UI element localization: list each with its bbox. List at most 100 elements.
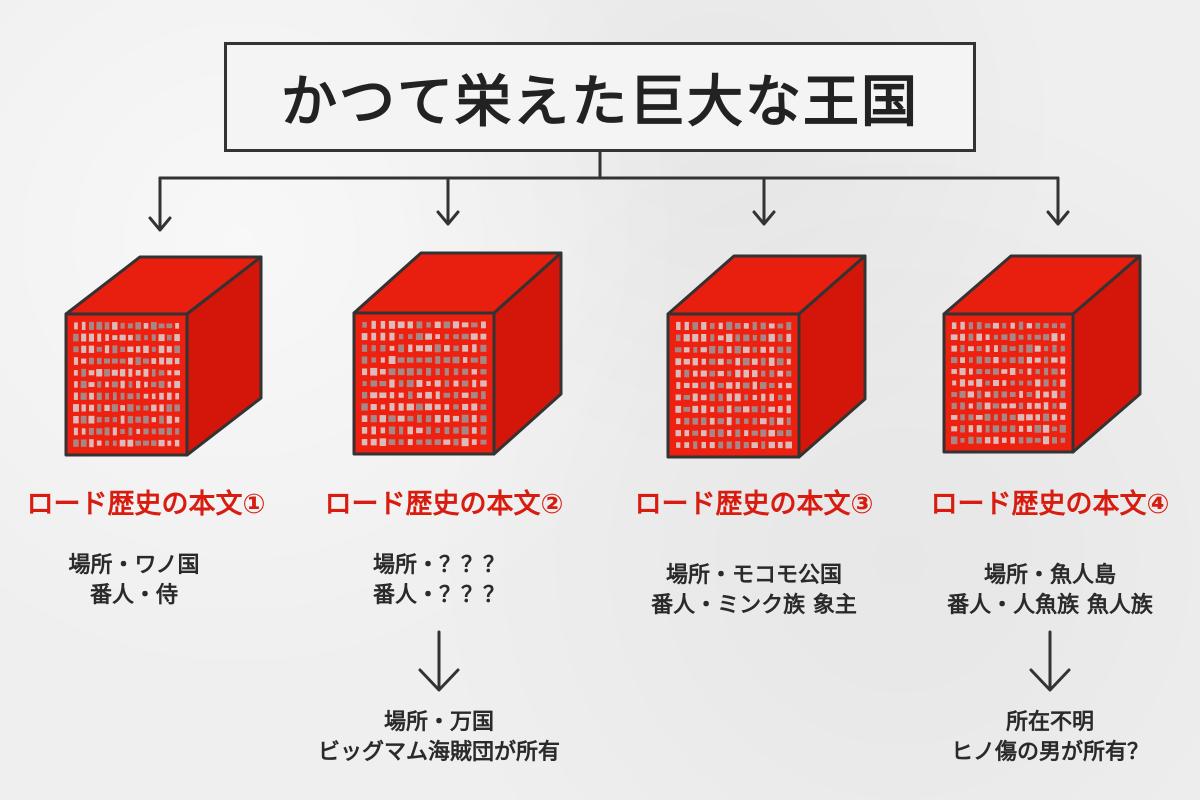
glyph-mark: [700, 394, 707, 401]
glyph-mark: [371, 320, 376, 329]
glyph-mark: [1034, 345, 1041, 352]
glyph-mark: [135, 357, 141, 365]
drop-line-3: [752, 176, 776, 226]
glyph-mark: [726, 382, 733, 389]
glyph-mark: [166, 415, 172, 424]
glyph-mark: [370, 380, 377, 387]
glyph-mark: [1009, 357, 1016, 363]
glyph-mark: [684, 369, 690, 378]
glyph-mark: [417, 414, 422, 423]
glyph-mark: [136, 393, 140, 400]
glyph-mark: [388, 320, 396, 329]
glyph-mark: [434, 321, 441, 328]
glyph-mark: [96, 416, 102, 423]
glyph-mark: [407, 426, 413, 435]
glyph-mark: [1018, 321, 1024, 330]
glyph-mark: [96, 321, 103, 330]
glyph-mark: [425, 391, 432, 399]
glyph-mark: [1026, 437, 1033, 444]
glyph-mark: [1009, 391, 1016, 397]
glyph-mark: [777, 323, 784, 329]
sub-arrow-2: [418, 630, 460, 692]
glyph-mark: [1042, 424, 1050, 433]
glyph-mark: [744, 430, 749, 437]
glyph-mark: [370, 415, 377, 423]
glyph-mark: [444, 368, 449, 376]
glyph-mark: [1009, 346, 1016, 351]
glyph-mark: [408, 391, 413, 399]
page-title: かつて栄えた巨大な王国: [281, 69, 919, 135]
glyph-mark: [73, 346, 79, 353]
glyph-mark: [434, 344, 441, 353]
glyph-mark: [726, 333, 733, 342]
glyph-mark: [471, 369, 477, 375]
glyph-mark: [461, 426, 469, 435]
glyph-mark: [1052, 379, 1057, 387]
glyph-mark: [709, 442, 715, 449]
glyph-mark: [786, 322, 792, 330]
glyph-mark: [692, 334, 699, 342]
glyph-mark: [710, 406, 715, 413]
glyph-mark: [684, 321, 689, 331]
glyph-mark: [471, 415, 477, 423]
glyph-mark: [480, 333, 487, 340]
glyph-mark: [1001, 369, 1008, 374]
glyph-mark: [175, 323, 179, 329]
glyph-mark: [735, 334, 740, 342]
glyph-mark: [1001, 345, 1008, 353]
glyph-mark: [461, 414, 469, 423]
glyph-mark: [135, 440, 141, 446]
glyph-mark: [361, 356, 368, 364]
glyph-mark: [1009, 368, 1016, 375]
glyph-mark: [151, 346, 156, 352]
glyph-mark: [968, 322, 973, 330]
glyph-mark: [976, 402, 982, 410]
glyph-mark: [1018, 380, 1024, 386]
glyph-mark: [743, 406, 750, 413]
glyph-mark: [684, 417, 690, 425]
glyph-mark: [684, 442, 690, 448]
glyph-mark: [769, 417, 775, 426]
glyph-mark: [425, 345, 432, 352]
glyph-mark: [709, 346, 716, 354]
glyph-mark: [104, 358, 110, 364]
glyph-mark: [777, 417, 784, 425]
glyph-mark: [976, 356, 982, 364]
glyph-mark: [768, 406, 775, 412]
glyph-mark: [96, 392, 102, 400]
glyph-mark: [701, 322, 707, 330]
glyph-mark: [112, 322, 118, 330]
glyph-mark: [112, 417, 117, 423]
glyph-mark: [726, 346, 732, 354]
glyph-mark: [1018, 344, 1024, 353]
glyph-mark: [701, 441, 706, 449]
glyph-mark: [407, 439, 413, 446]
glyph-mark: [127, 323, 133, 329]
glyph-mark: [786, 333, 792, 342]
glyph-mark: [1026, 425, 1032, 432]
glyph-mark: [112, 427, 117, 436]
drop-line-1: [148, 176, 172, 232]
glyph-mark: [89, 404, 94, 412]
glyph-mark: [1026, 323, 1032, 329]
glyph-mark: [683, 347, 690, 353]
glyph-mark: [976, 346, 982, 352]
glyph-mark: [89, 357, 94, 365]
glyph-mark: [692, 393, 698, 402]
glyph-mark: [453, 334, 459, 339]
glyph-mark: [743, 369, 749, 378]
glyph-mark: [985, 369, 991, 374]
glyph-mark: [769, 346, 775, 353]
glyph-mark: [951, 426, 958, 432]
glyph-mark: [397, 415, 405, 422]
glyph-mark: [1034, 357, 1041, 363]
glyph-mark: [143, 415, 149, 424]
glyph-mark: [388, 356, 396, 364]
glyph-mark: [951, 322, 957, 329]
glyph-mark: [735, 369, 741, 378]
glyph-mark: [174, 439, 180, 447]
glyph-mark: [416, 321, 423, 329]
glyph-mark: [726, 441, 732, 449]
glyph-mark: [976, 322, 982, 330]
glyph-mark: [984, 437, 991, 444]
